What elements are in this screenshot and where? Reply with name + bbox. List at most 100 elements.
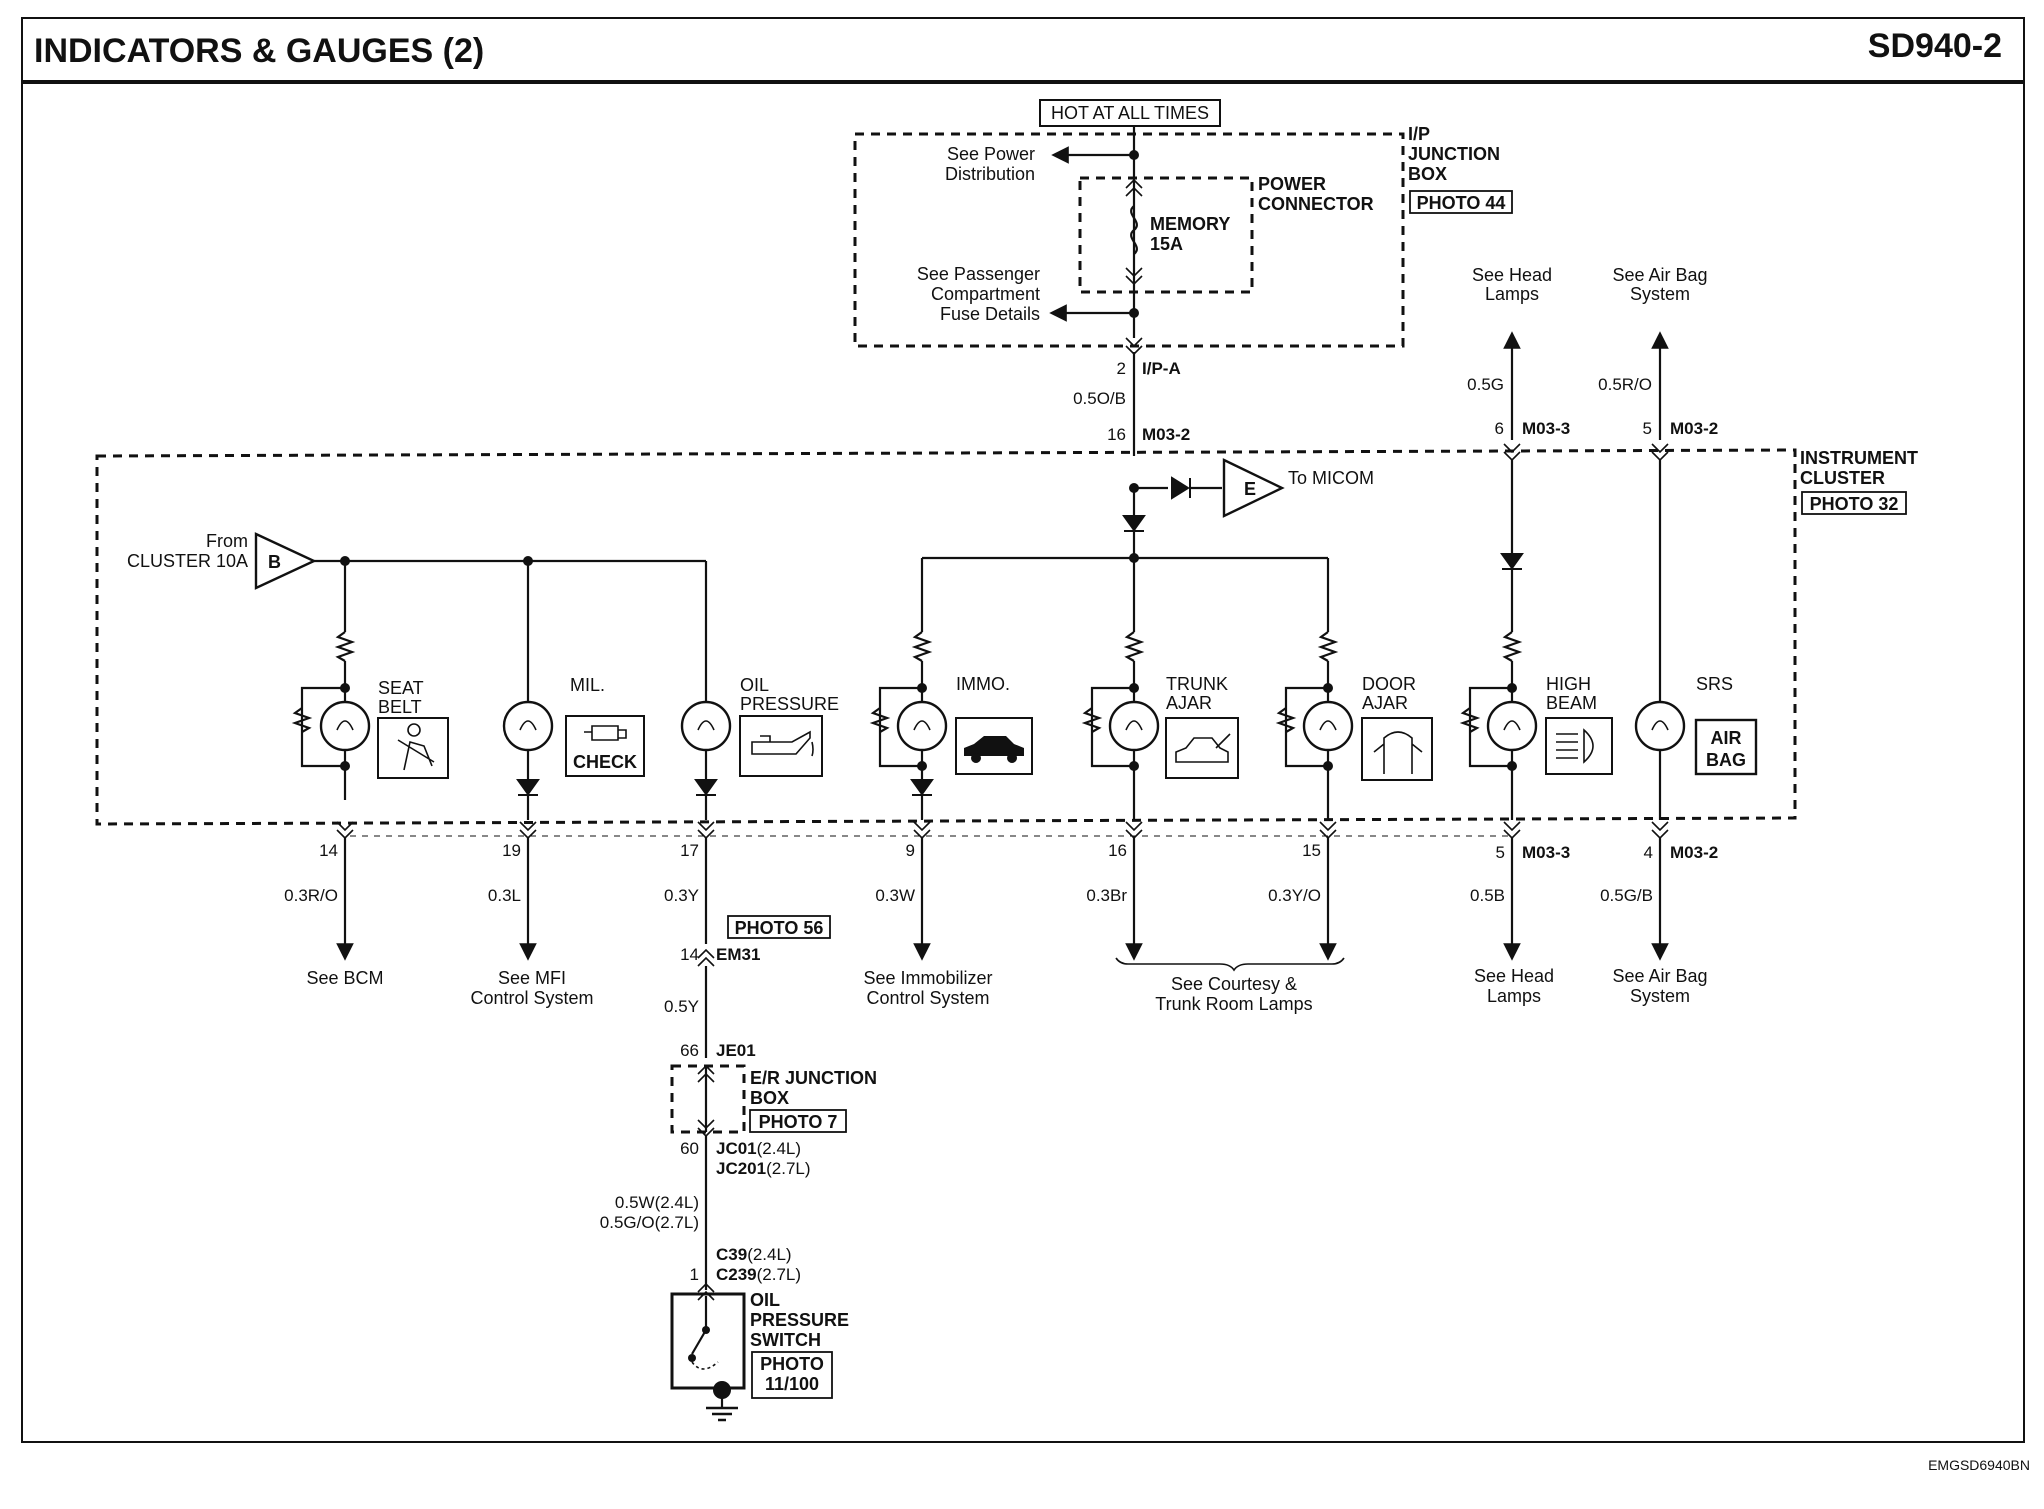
- photo56-label: PHOTO 56: [735, 918, 824, 938]
- door-out-pin: 15: [1302, 841, 1321, 860]
- m032-pin-16: 16: [1107, 425, 1126, 444]
- oil-pressure-switch: [670, 1292, 746, 1390]
- head-input-pin: 6: [1495, 419, 1504, 438]
- door-ajar-icon: [1361, 717, 1433, 781]
- door-label-1: DOOR: [1362, 674, 1416, 694]
- power-connector-label-1: POWER: [1258, 174, 1326, 194]
- switch-label-2: PRESSURE: [750, 1310, 849, 1330]
- highbeam-out-see-2: Lamps: [1487, 986, 1541, 1006]
- oil-lamp-circuit: OIL PRESSURE: [680, 675, 839, 820]
- highbeam-lamp-circuit: See Head Lamps 0.5G 6 M03-3 HIGH BEAM: [1459, 265, 1613, 820]
- airbag-input-conn: M03-2: [1670, 419, 1718, 438]
- immo-bulb: [896, 700, 948, 752]
- fuse-symbol: [1130, 205, 1138, 255]
- airbag-input-wire: 0.5R/O: [1598, 375, 1652, 394]
- mil-bulb: [502, 700, 554, 752]
- immo-out-wire: 0.3W: [875, 886, 915, 905]
- switch-photo-2: 11/100: [765, 1374, 819, 1394]
- er-box-photo: PHOTO 7: [759, 1112, 838, 1132]
- power-connector-box: [1078, 176, 1254, 294]
- output-wiring: 14 0.3R/O See BCM 19 0.3L See MFI Contro…: [284, 821, 1718, 1014]
- from-label-1: From: [206, 531, 248, 551]
- trunk-label-1: TRUNK: [1166, 674, 1228, 694]
- airbag-text-1: AIR: [1711, 728, 1742, 748]
- head-input-see-1: See Head: [1472, 265, 1552, 285]
- ip-junction-label-2: JUNCTION: [1408, 144, 1500, 164]
- power-connector-label-2: CONNECTOR: [1258, 194, 1374, 214]
- oil-wire-3b: 0.5G/O(2.7L): [600, 1213, 699, 1232]
- airbag-input-see-1: See Air Bag: [1612, 265, 1707, 285]
- em31-pin: 14: [680, 945, 699, 964]
- srs-out-wire: 0.5G/B: [1600, 886, 1653, 905]
- ipa-pin: 2: [1117, 359, 1126, 378]
- head-input-conn: M03-3: [1522, 419, 1570, 438]
- highbeam-label-1: HIGH: [1546, 674, 1591, 694]
- airbag-input-pin: 5: [1643, 419, 1652, 438]
- oil-can-icon: [739, 715, 823, 777]
- instrument-cluster: INSTRUMENT CLUSTER PHOTO 32 B From CLUST…: [95, 448, 1918, 826]
- seatbelt-out-pin: 14: [319, 841, 338, 860]
- cluster-photo: PHOTO 32: [1810, 494, 1899, 514]
- jc201-conn: JC201: [716, 1159, 766, 1178]
- seatbelt-out-see: See BCM: [306, 968, 383, 988]
- ip-junction-box: [853, 132, 1405, 348]
- oil-pressure-switch-circuit: PHOTO 56 14 EM31 0.5Y 66 JE01 E/R JUNCTI…: [600, 915, 877, 1422]
- power-section: HOT AT ALL TIMES I/P JUNCTION BOX PHOTO …: [853, 99, 1513, 563]
- from-cluster-triangle: [254, 532, 317, 590]
- srs-label: SRS: [1696, 674, 1733, 694]
- jc01-conn: JC01: [716, 1139, 757, 1158]
- immo-out-see-1: See Immobilizer: [863, 968, 992, 988]
- srs-bulb: [1634, 700, 1686, 752]
- head-input-see-2: Lamps: [1485, 284, 1539, 304]
- jc01-line: JC01(2.4L): [716, 1139, 801, 1158]
- cluster-label-1: INSTRUMENT: [1800, 448, 1918, 468]
- oil-bulb: [680, 700, 732, 752]
- mil-out-pin: 19: [502, 841, 521, 860]
- er-box-label-2: BOX: [750, 1088, 789, 1108]
- airbag-input-see-2: System: [1630, 284, 1690, 304]
- courtesy-see-1: See Courtesy &: [1171, 974, 1297, 994]
- je01-pin: 66: [680, 1041, 699, 1060]
- seatbelt-label-1: SEAT: [378, 678, 424, 698]
- micom-letter: E: [1244, 479, 1256, 499]
- c239-conn: C239: [716, 1265, 757, 1284]
- ip-junction-label-3: BOX: [1408, 164, 1447, 184]
- immo-lamp-circuit: IMMO.: [869, 620, 1033, 820]
- oil-wire-2: 0.5Y: [664, 997, 699, 1016]
- ip-junction-label-1: I/P: [1408, 124, 1430, 144]
- diagram-code: SD940-2: [1868, 27, 2002, 65]
- er-box-label-1: E/R JUNCTION: [750, 1068, 877, 1088]
- door-lamp-circuit: DOOR AJAR: [1275, 620, 1433, 820]
- immo-out-see-2: Control System: [866, 988, 989, 1008]
- mil-label: MIL.: [570, 675, 605, 695]
- highbeam-label-2: BEAM: [1546, 693, 1597, 713]
- airbag-icon: AIR BAG: [1694, 718, 1758, 776]
- see-power-label-1: See Power: [947, 144, 1035, 164]
- seatbelt-icon: [377, 717, 449, 779]
- micom-label: To MICOM: [1288, 468, 1374, 488]
- fuse-label-1: MEMORY: [1150, 214, 1230, 234]
- see-passenger-label-1: See Passenger: [917, 264, 1040, 284]
- door-out-wire: 0.3Y/O: [1268, 886, 1321, 905]
- trunk-bulb: [1108, 700, 1160, 752]
- oil-out-pin: 17: [680, 841, 699, 860]
- trunk-ajar-icon: [1165, 717, 1239, 779]
- footer-code: EMGSD6940BN: [1928, 1457, 2030, 1473]
- c239-note: (2.7L): [757, 1265, 801, 1284]
- m032-connector: M03-2: [1142, 425, 1190, 444]
- see-power-label-2: Distribution: [945, 164, 1035, 184]
- micom-connector-triangle: [1222, 458, 1285, 518]
- oil-label-2: PRESSURE: [740, 694, 839, 714]
- jc201-note: (2.7L): [766, 1159, 810, 1178]
- oil-wire-3a: 0.5W(2.4L): [615, 1193, 699, 1212]
- c39-conn: C39: [716, 1245, 747, 1264]
- trunk-lamp-circuit: TRUNK AJAR: [1081, 620, 1239, 820]
- trunk-out-wire: 0.3Br: [1086, 886, 1127, 905]
- oil-out-wire: 0.3Y: [664, 886, 699, 905]
- mil-out-wire: 0.3L: [488, 886, 521, 905]
- ipa-connector: I/P-A: [1142, 359, 1181, 378]
- seatbelt-bulb: [319, 700, 371, 752]
- seatbelt-resistor: [334, 631, 356, 662]
- hot-at-all-times-label: HOT AT ALL TIMES: [1051, 103, 1209, 123]
- highbeam-out-wire: 0.5B: [1470, 886, 1505, 905]
